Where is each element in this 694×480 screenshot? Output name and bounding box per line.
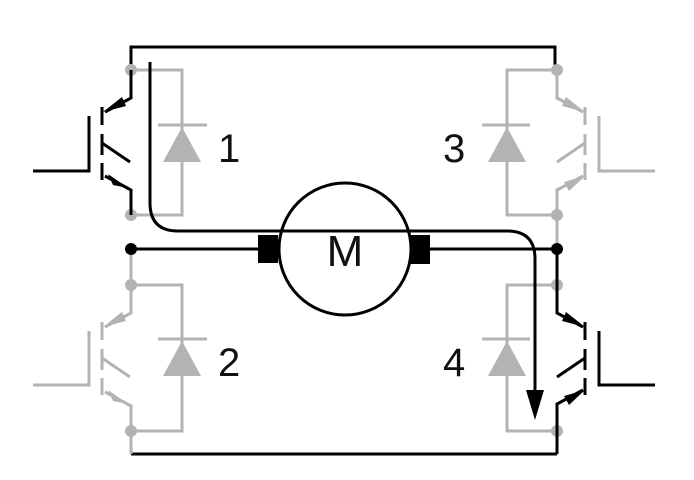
- diode-2-icon: [163, 341, 201, 376]
- switch-2-label: 2: [218, 341, 240, 385]
- switch-3-label: 3: [443, 127, 465, 171]
- transistor-1-icon: [33, 70, 133, 215]
- switch-4: 4: [443, 249, 655, 454]
- switch-2: 2: [33, 249, 240, 437]
- arrow-head-icon: [526, 390, 544, 420]
- motor-brush-right: [410, 235, 430, 264]
- switch-3: 3: [443, 64, 655, 249]
- diode-4-icon: [488, 341, 526, 376]
- diode-3-icon: [488, 127, 526, 162]
- right-junction-node: [551, 243, 563, 255]
- left-junction-node: [125, 243, 137, 255]
- current-path-arrow: [148, 62, 544, 420]
- motor: M: [258, 181, 430, 317]
- motor-label: M: [327, 227, 364, 276]
- motor-brush-left: [258, 235, 278, 263]
- diode-1-icon: [163, 127, 201, 162]
- switch-1-label: 1: [218, 127, 240, 171]
- bottom-rail: [129, 431, 559, 456]
- transistor-4-icon: [555, 249, 655, 454]
- switch-4-label: 4: [443, 341, 465, 385]
- top-rail: [129, 45, 557, 70]
- transistor-3-icon: [555, 70, 655, 215]
- transistor-2-icon: [33, 285, 133, 431]
- switch-1: 1: [33, 64, 240, 221]
